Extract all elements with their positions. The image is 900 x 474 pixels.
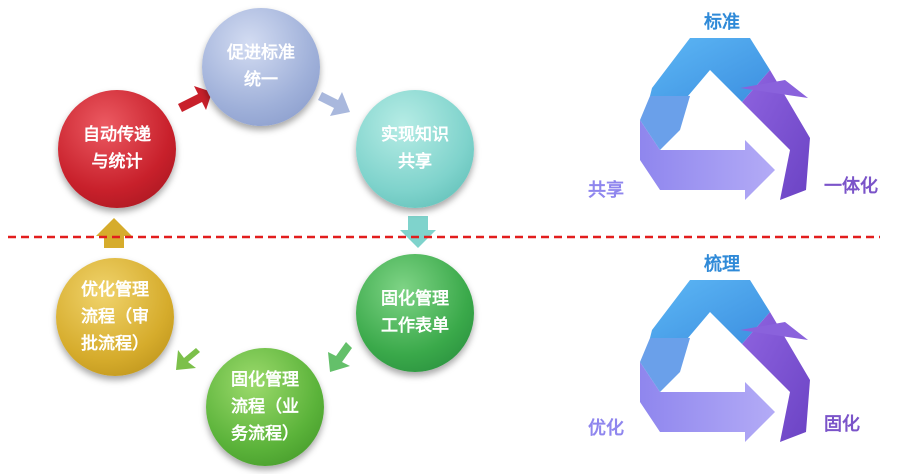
arrow-share-to-form	[400, 216, 436, 248]
triangle-top-icon	[640, 38, 810, 200]
triangle-bottom-right-label: 固化	[824, 414, 860, 435]
arrow-optimize-to-auto	[96, 218, 132, 248]
arrow-form-to-flow	[328, 342, 352, 372]
triangle-bottom-left-label: 优化	[588, 418, 624, 439]
triangle-bottom-top-label: 梳理	[704, 254, 740, 275]
node-solidify-form-label: 固化管理 工作表单	[381, 289, 449, 336]
node-optimize-label: 优化管理 流程（审 批流程）	[81, 279, 149, 354]
node-auto-label: 自动传递 与统计	[83, 125, 151, 172]
node-share: 实现知识 共享	[356, 90, 474, 208]
node-auto: 自动传递 与统计	[58, 90, 176, 208]
triangle-top-right-label: 一体化	[824, 176, 878, 197]
node-standardize: 促进标准 统一	[202, 8, 320, 126]
triangle-bottom-icon	[640, 280, 810, 442]
node-standardize-label: 促进标准 统一	[227, 43, 295, 90]
arrow-standardize-to-share	[318, 92, 350, 116]
triangle-top-top-label: 标准	[704, 12, 740, 33]
node-optimize: 优化管理 流程（审 批流程）	[56, 258, 174, 376]
node-solidify-flow-label: 固化管理 流程（业 务流程）	[231, 369, 299, 444]
node-share-label: 实现知识 共享	[381, 125, 449, 172]
arrow-auto-to-standardize	[178, 86, 212, 112]
arrow-flow-to-optimize	[176, 348, 200, 370]
triangle-top-left-label: 共享	[588, 180, 624, 201]
node-solidify-flow: 固化管理 流程（业 务流程）	[206, 348, 324, 466]
node-solidify-form: 固化管理 工作表单	[356, 254, 474, 372]
